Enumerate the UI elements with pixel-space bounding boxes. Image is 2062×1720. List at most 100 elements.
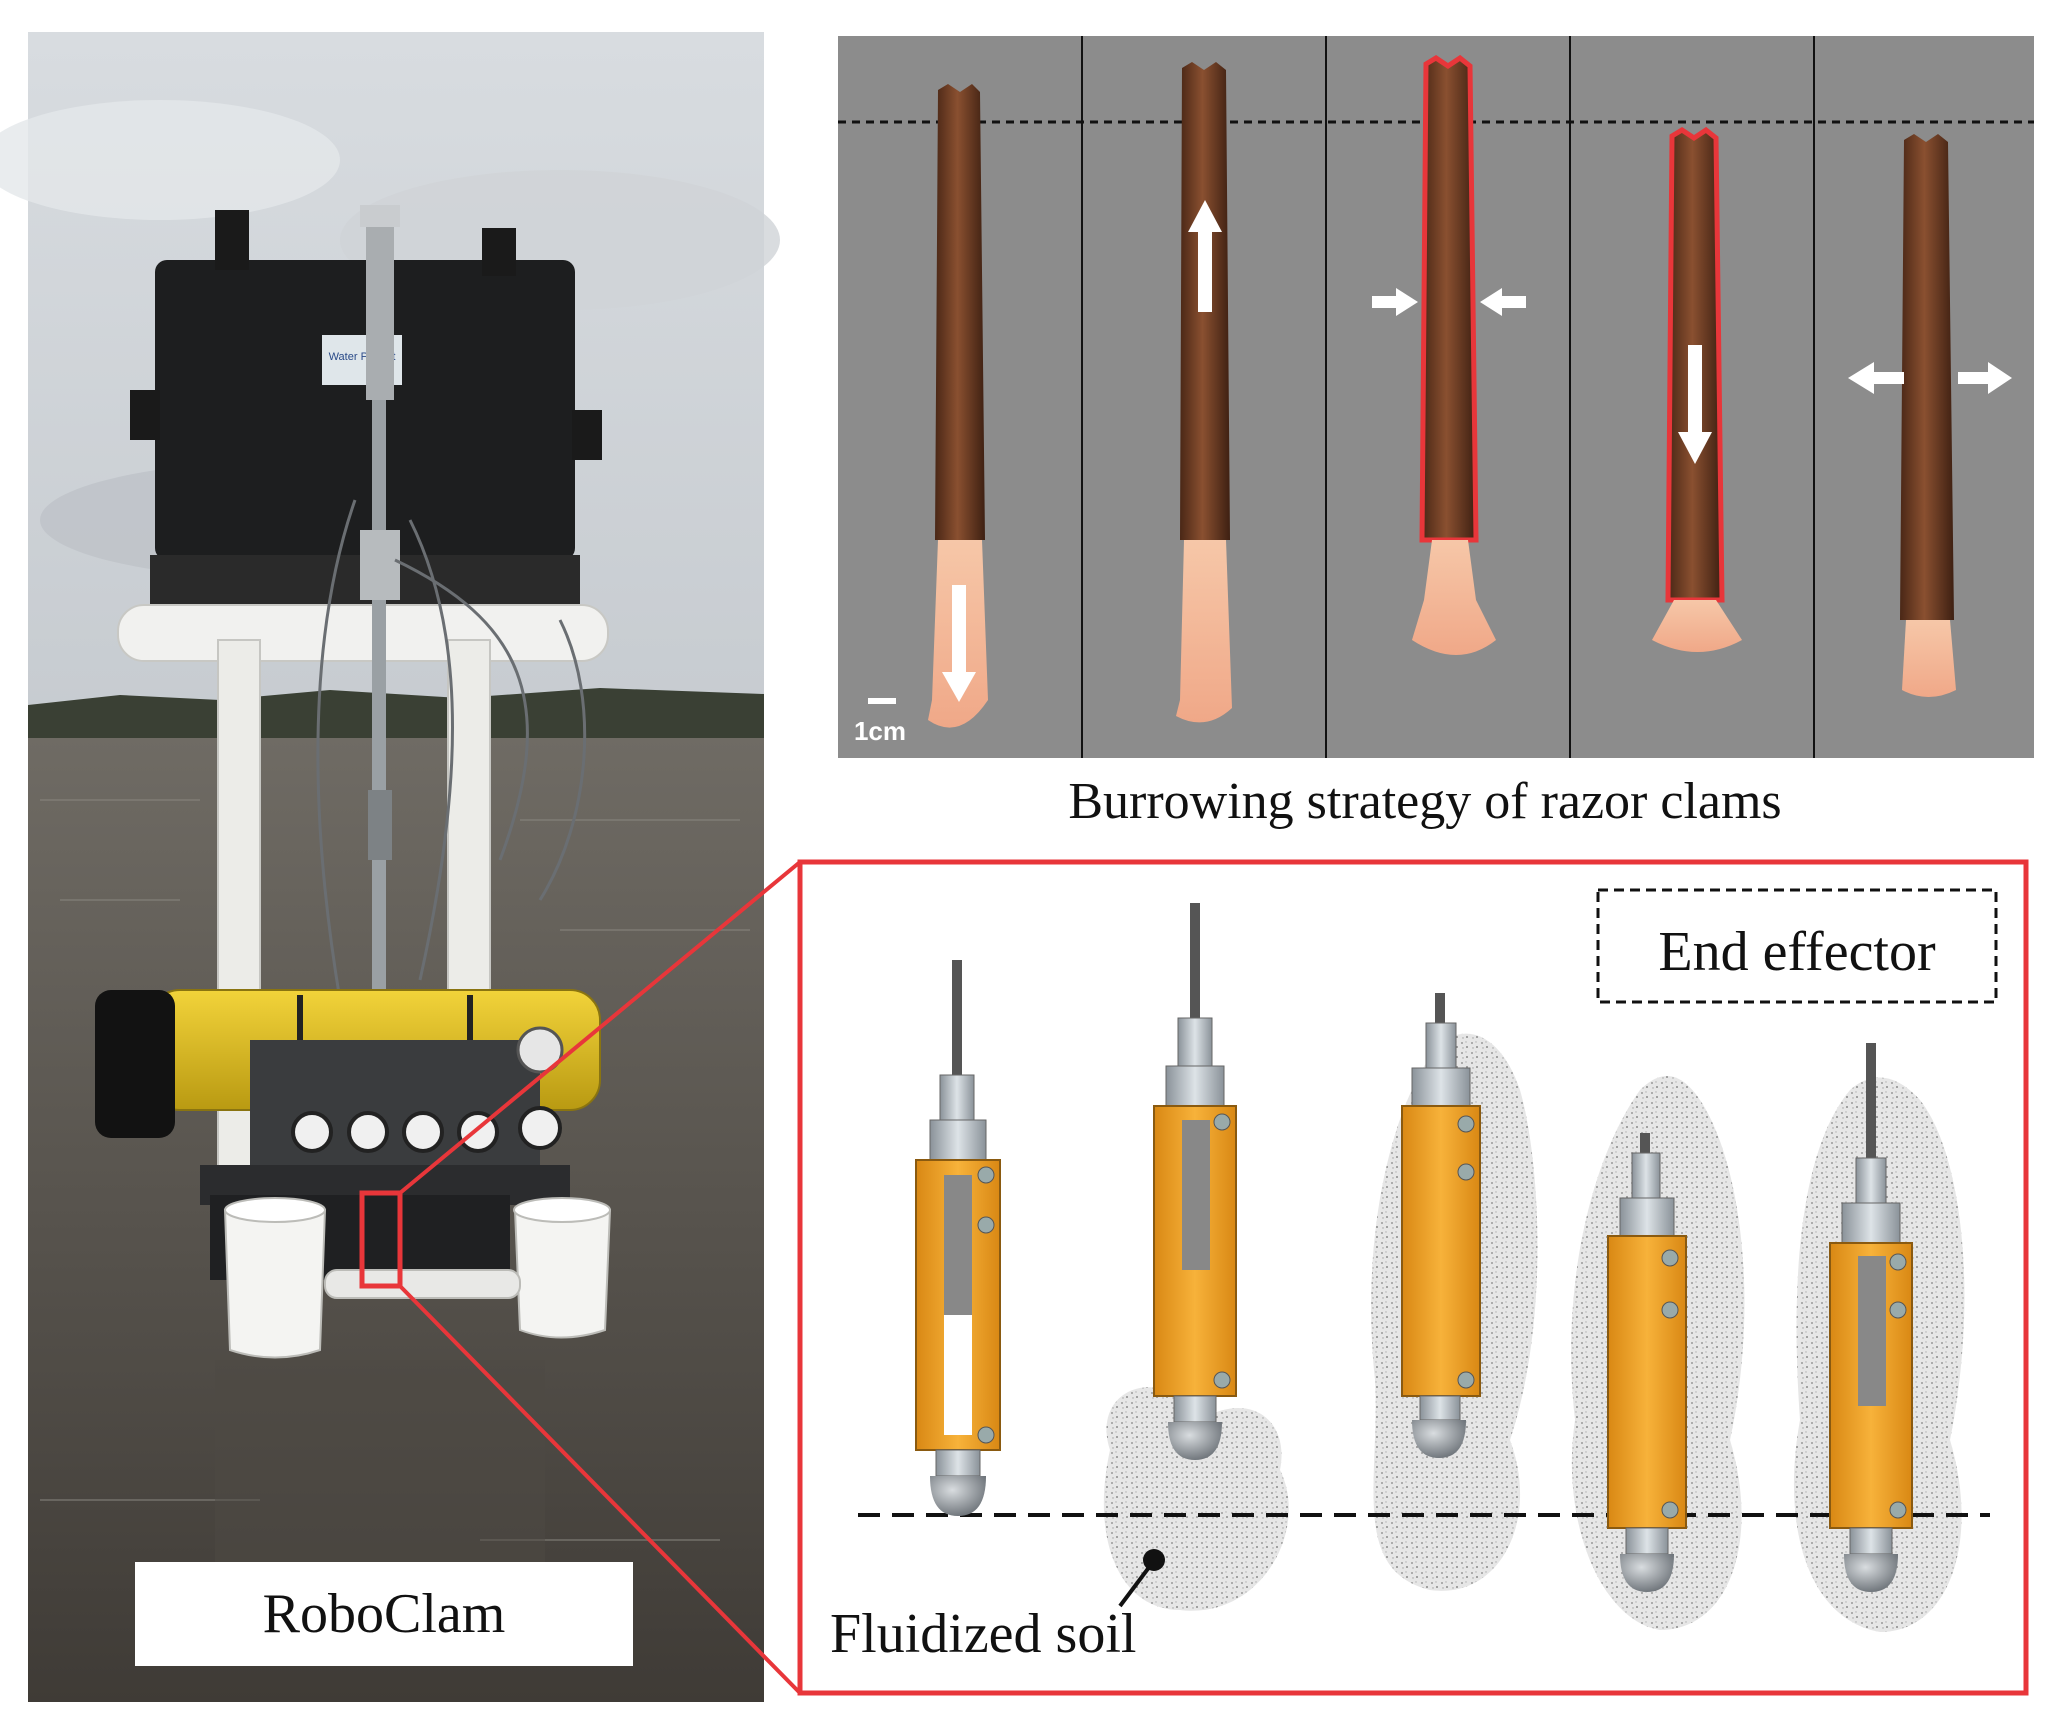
- effector-bolt: [1457, 1163, 1475, 1181]
- actuator-cap: [360, 205, 400, 227]
- case-latch: [482, 228, 516, 276]
- scale-bar: [868, 698, 896, 704]
- effector-tip: [1844, 1554, 1898, 1592]
- rod-clamp: [360, 530, 400, 600]
- float-bucket-rim: [513, 1197, 611, 1223]
- case-handle: [130, 390, 160, 440]
- soil-callout-line: [1118, 1564, 1152, 1608]
- clam-shell-outlined: [1419, 54, 1479, 543]
- tank-end-cap: [95, 990, 175, 1138]
- effector-tip: [930, 1476, 986, 1516]
- effector-slot: [1182, 1120, 1210, 1270]
- scale-bar-label: 1cm: [854, 716, 906, 746]
- effector-rod: [1640, 1133, 1650, 1153]
- clam-frame-2: [1176, 62, 1232, 723]
- roboclam-photo: Water Protect: [0, 32, 780, 1702]
- effector-bolt: [1661, 1501, 1679, 1519]
- effector-tip: [1168, 1422, 1222, 1460]
- end-effector-diagram: End effector: [797, 859, 2029, 1696]
- effector-body: [1607, 1235, 1687, 1529]
- clam-frame-4: [1652, 126, 1742, 652]
- effector-collar: [1631, 1152, 1661, 1199]
- end-effector-legend-box: [1596, 888, 1998, 1004]
- effector-slot: [944, 1175, 972, 1315]
- effector-body: [1401, 1105, 1481, 1397]
- razor-clam-panel: 1cm: [838, 36, 2034, 758]
- float-bucket-rim: [224, 1197, 326, 1223]
- gauge-icon: [516, 1026, 564, 1074]
- effector-bolt: [1889, 1301, 1907, 1319]
- arrow-inward-icon: [1372, 288, 1526, 316]
- end-effector-stage-2: [1153, 903, 1237, 1460]
- effector-bolt: [1213, 1371, 1231, 1389]
- cloud: [0, 100, 340, 220]
- effector-rod: [1190, 903, 1200, 1018]
- pvc-top-bar: [117, 604, 609, 662]
- effector-rod: [1866, 1043, 1876, 1158]
- end-effector-stage-1: [915, 960, 1001, 1516]
- effector-tip: [1620, 1554, 1674, 1592]
- effector-cap: [1619, 1197, 1675, 1237]
- fluidized-soil-label: Fluidized soil: [830, 1603, 1136, 1665]
- end-effector-legend-label: End effector: [1658, 921, 1936, 983]
- effector-bolt: [1889, 1501, 1907, 1519]
- arrow-outward-icon: [1848, 362, 2012, 394]
- float-bucket: [513, 1209, 612, 1339]
- roboclam-label-box: [135, 1562, 633, 1666]
- effector-cap: [929, 1119, 987, 1161]
- effector-rod: [1435, 993, 1445, 1023]
- case-handle: [572, 410, 602, 460]
- end-effector-stage-3: [1401, 993, 1481, 1458]
- effector-collar: [1855, 1157, 1887, 1204]
- effector-slot: [1858, 1256, 1886, 1406]
- effector-bolt: [1457, 1371, 1475, 1389]
- arrow-down-icon: [942, 585, 976, 702]
- arrow-down-icon: [1678, 345, 1712, 464]
- frame-dividers: [1081, 36, 1815, 758]
- effector-neck: [935, 1449, 981, 1477]
- clam-frame-1: 1cm: [854, 84, 988, 746]
- clam-foot: [1902, 620, 1956, 697]
- rod-sleeve: [368, 790, 392, 860]
- effector-bolt: [977, 1166, 995, 1184]
- float-bucket: [223, 1209, 327, 1359]
- effector-bolt: [1457, 1115, 1475, 1133]
- wire-bundle: [316, 499, 587, 1001]
- clam-shell: [935, 84, 985, 540]
- clam-foot: [1176, 540, 1232, 723]
- effector-slot: [944, 1315, 972, 1435]
- arrow-up-icon: [1188, 200, 1222, 312]
- clam-foot: [1412, 540, 1496, 655]
- effector-cap: [1411, 1067, 1471, 1107]
- actuator-tube: [366, 215, 394, 400]
- effector-neck: [1419, 1395, 1461, 1421]
- effector-neck: [1625, 1527, 1669, 1555]
- effector-cap: [1165, 1065, 1225, 1107]
- effector-collar: [1177, 1017, 1213, 1067]
- effector-bolt: [1213, 1113, 1231, 1131]
- gauge-icon: [402, 1111, 444, 1153]
- clam-foot: [1652, 600, 1742, 652]
- effector-bolt: [1661, 1249, 1679, 1267]
- effector-bolt: [1889, 1253, 1907, 1271]
- effector-neck: [1173, 1395, 1217, 1423]
- effector-bolt: [977, 1216, 995, 1234]
- gauge-icon: [347, 1111, 389, 1153]
- effector-rod: [952, 960, 962, 1075]
- end-effector-stage-5: [1829, 1043, 1913, 1592]
- zoom-region-box: [359, 1190, 403, 1289]
- effector-cap: [1841, 1202, 1901, 1244]
- clam-shell: [1900, 134, 1954, 620]
- zoom-connector-top: [398, 860, 802, 1195]
- callout-dot-icon: [1143, 1549, 1165, 1571]
- clam-panel-caption: Burrowing strategy of razor clams: [1068, 773, 1781, 830]
- case-latch: [215, 210, 249, 270]
- pressure-gauges: [291, 1026, 564, 1153]
- effector-bolt: [977, 1426, 995, 1444]
- clam-frame-3: [1372, 54, 1526, 655]
- end-effector-stage-4: [1607, 1133, 1687, 1592]
- gauge-icon: [291, 1111, 333, 1153]
- effector-neck: [1849, 1527, 1893, 1555]
